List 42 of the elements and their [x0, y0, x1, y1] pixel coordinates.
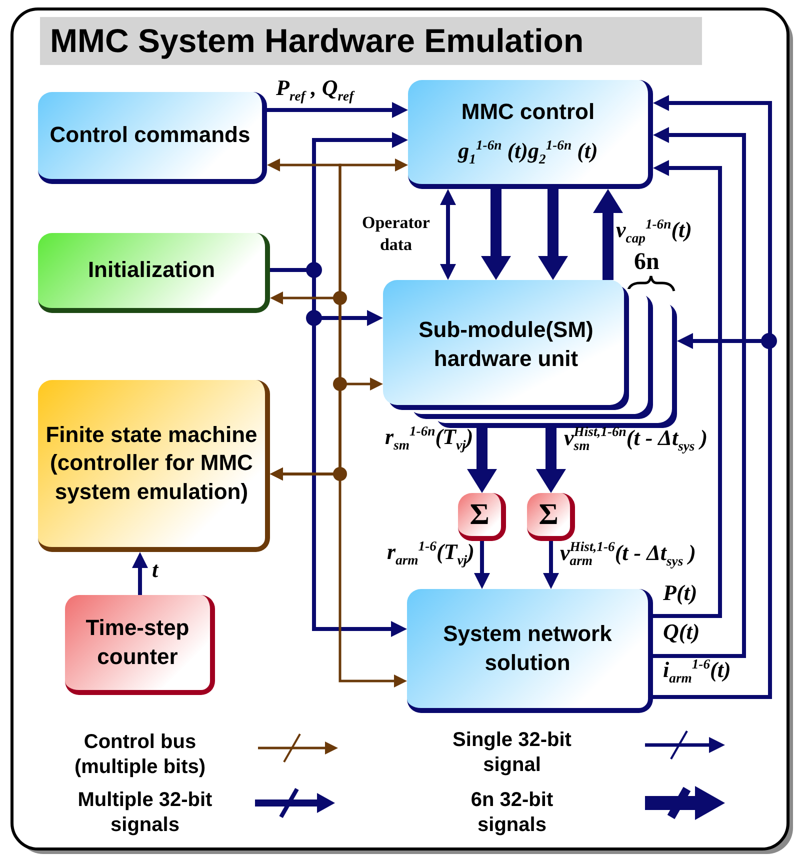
- process-box: [38, 233, 270, 313]
- legend-text: 6n 32-bit signals: [470, 788, 554, 838]
- stacked-process-box: [383, 280, 677, 428]
- node-label: Finite state machine (controller for MMC system emulation): [44, 420, 258, 506]
- arrow: [481, 189, 511, 280]
- arrow: [653, 160, 722, 618]
- edge-label: t: [152, 558, 158, 582]
- edge-label: P(t): [663, 581, 698, 606]
- summation-box: [527, 493, 575, 541]
- process-box: [38, 380, 270, 552]
- node-label: Initialization: [88, 256, 216, 284]
- process-box: [38, 92, 267, 184]
- edge-label: Q(t): [663, 620, 700, 644]
- node-label: Σ: [538, 497, 558, 533]
- arrow: [536, 428, 566, 493]
- process-box: [407, 589, 653, 713]
- legend-text: Control bus (multiple bits): [73, 730, 207, 780]
- arrow: [543, 541, 559, 589]
- node-label: MMC control: [461, 98, 595, 126]
- arrow: [538, 189, 568, 280]
- arrow: [653, 127, 746, 658]
- arrow: [267, 102, 408, 118]
- summation-box: [458, 493, 506, 541]
- node-label: Control commands: [50, 121, 250, 150]
- node-label: Sub-module(SM) hardware unit: [418, 316, 594, 373]
- arrow: [467, 428, 497, 493]
- arrow: [132, 552, 148, 595]
- diagram-title: MMC System Hardware Emulation: [40, 17, 702, 65]
- edge-label: i$_{arm}$$^{1-6}$(t): [663, 658, 731, 682]
- process-box: [408, 80, 653, 189]
- node-label: Time-step counter: [84, 614, 190, 670]
- legend-text: Multiple 32-bit signals: [76, 788, 214, 838]
- process-box: [65, 595, 215, 695]
- legend-text: Single 32-bit signal: [452, 728, 572, 778]
- formula-label: g$_{1}$$^{1-6n}$ (t)g$_{2}$$^{1-6n}$ (t): [458, 137, 598, 166]
- arrow: [474, 541, 490, 589]
- node-label: System network solution: [442, 620, 613, 676]
- edge-label: Operator data: [361, 212, 431, 256]
- arrow: [440, 189, 456, 280]
- node-label: Σ: [470, 497, 490, 533]
- beside-label: 6n: [634, 250, 660, 274]
- arrow: [270, 468, 407, 688]
